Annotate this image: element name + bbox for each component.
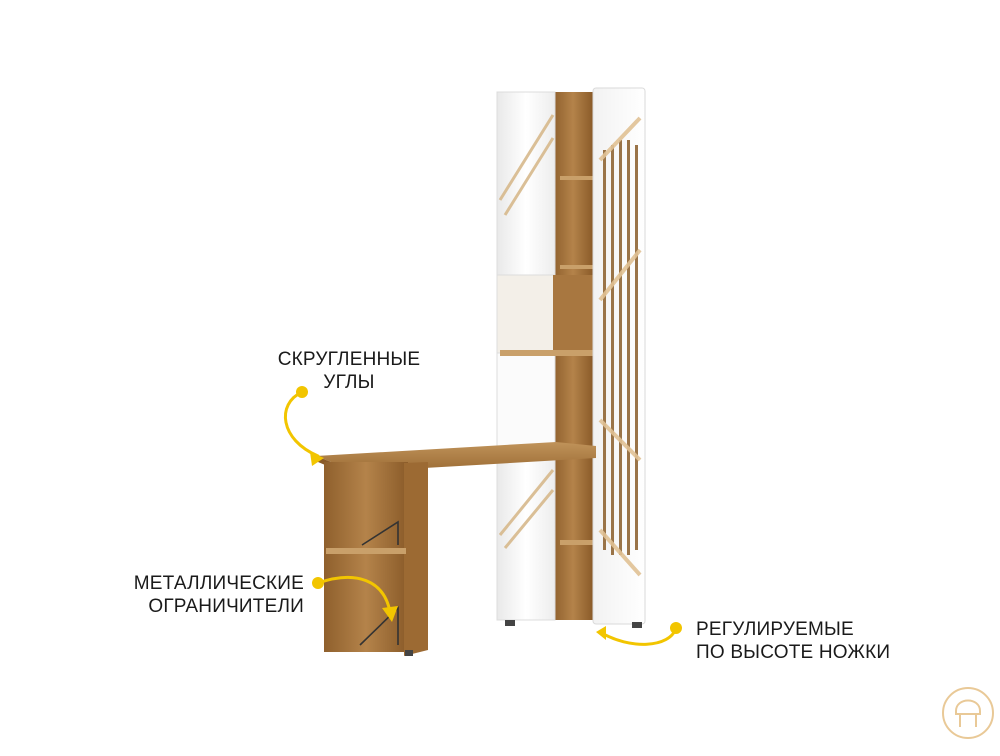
open-niche bbox=[496, 274, 556, 354]
arrow-metal-limiters bbox=[316, 575, 392, 614]
arrowheads bbox=[310, 452, 606, 640]
callout-line: МЕТАЛЛИЧЕСКИЕ bbox=[133, 573, 304, 594]
shelf bbox=[560, 176, 593, 180]
dot-legs bbox=[670, 622, 682, 634]
shelf bbox=[560, 540, 593, 545]
callout-dots bbox=[296, 386, 682, 634]
callout-line: УГЛЫ bbox=[323, 372, 375, 393]
callout-metal-limiters: МЕТАЛЛИЧЕСКИЕ ОГРАНИЧИТЕЛИ bbox=[104, 572, 304, 618]
door-decor bbox=[498, 114, 555, 549]
callout-line: ПО ВЫСОТЕ НОЖКИ bbox=[696, 642, 891, 663]
arrow-rounded-corners bbox=[284, 390, 320, 458]
chair-logo-icon bbox=[942, 687, 994, 739]
callout-line: СКРУГЛЕННЫЕ bbox=[277, 349, 421, 370]
desk-pedestal bbox=[324, 462, 408, 652]
dot-metal-limiters bbox=[312, 577, 324, 589]
shelf bbox=[500, 350, 593, 356]
side-slots bbox=[603, 140, 638, 555]
desk bbox=[316, 442, 596, 656]
metal-limiter bbox=[359, 606, 399, 646]
metal-limiter bbox=[361, 520, 399, 546]
dot-rounded-corners bbox=[296, 386, 308, 398]
callout-line: РЕГУЛИРУЕМЫЕ bbox=[696, 619, 854, 640]
callout-rounded-corners: СКРУГЛЕННЫЕ УГЛЫ bbox=[264, 348, 434, 394]
callout-arrows bbox=[284, 390, 678, 646]
callout-adjustable-legs: РЕГУЛИРУЕМЫЕ ПО ВЫСОТЕ НОЖКИ bbox=[696, 618, 890, 664]
arrow-legs bbox=[598, 626, 678, 646]
shelf bbox=[560, 265, 593, 269]
desk-shelf bbox=[326, 548, 406, 554]
callout-line: ОГРАНИЧИТЕЛИ bbox=[148, 596, 304, 617]
tall-cabinet bbox=[496, 87, 646, 628]
